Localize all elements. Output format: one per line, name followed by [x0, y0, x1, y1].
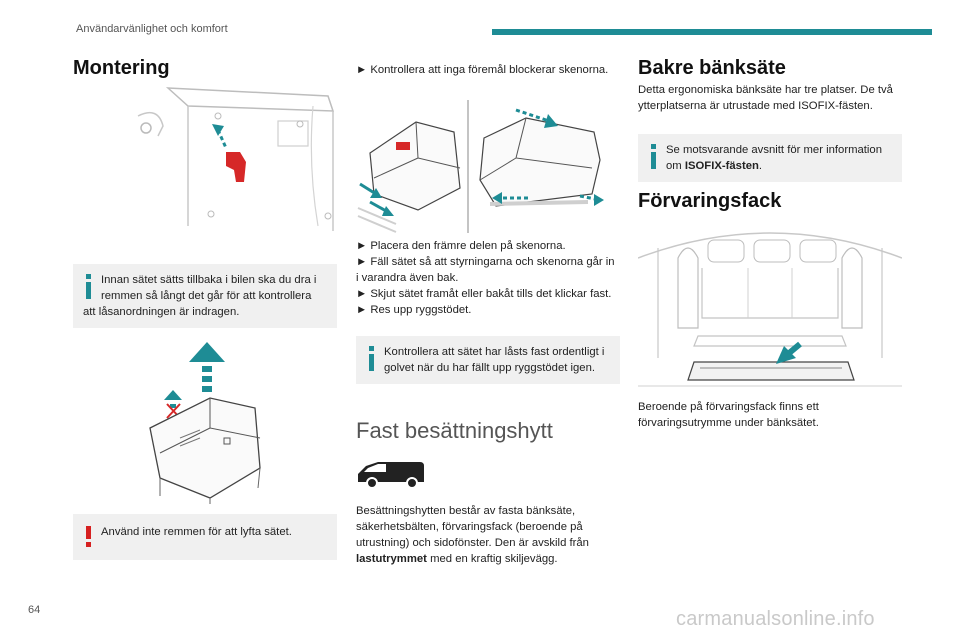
- step-item: ► Skjut sätet framåt eller bakåt tills d…: [356, 288, 612, 300]
- step-check-rails: ► Kontrollera att inga föremål blockerar…: [356, 64, 609, 76]
- info-icon: [650, 144, 658, 170]
- info-icon: [85, 274, 93, 300]
- header-accent-bar: [492, 29, 932, 35]
- page-number: 64: [28, 604, 41, 616]
- steps-list: ► Placera den främre delen på skenorna. …: [356, 238, 618, 318]
- seat-fold-illustration: [356, 98, 612, 233]
- heading-forvaringsfack: Förvaringsfack: [638, 190, 782, 212]
- info-note-isofix: Se motsvarande avsnitt för mer informati…: [638, 134, 902, 182]
- heading-montering: Montering: [73, 57, 170, 79]
- storage-compartment-illustration: [638, 218, 902, 390]
- step-item: ► Res upp ryggstödet.: [356, 304, 472, 316]
- info-note-strap: Innan sätet sätts tillbaka i bilen ska d…: [73, 264, 337, 328]
- step-item: ► Placera den främre delen på skenorna.: [356, 240, 566, 252]
- van-icon: [356, 460, 426, 490]
- rear-bench-paragraph: Detta ergonomiska bänksäte har tre plats…: [638, 84, 893, 112]
- step-item: ► Fäll sätet så att styrningarna och ske…: [356, 256, 615, 284]
- seat-rail-illustration: [128, 86, 338, 236]
- watermark: carmanualsonline.info: [676, 608, 875, 630]
- info-note-locked: Kontrollera att sätet har låsts fast ord…: [356, 336, 620, 384]
- running-header: Användarvänlighet och komfort: [76, 23, 228, 35]
- info-icon: [368, 346, 376, 372]
- heading-bakre-banksate: Bakre bänksäte: [638, 57, 786, 79]
- warning-note-strap: Använd inte remmen för att lyfta sätet.: [73, 514, 337, 560]
- crew-cab-paragraph: Besättningshytten består av fasta bänksä…: [356, 505, 589, 565]
- strap-pull-illustration: [140, 338, 270, 508]
- storage-paragraph: Beroende på förvaringsfack finns ett för…: [638, 401, 819, 429]
- warning-icon: [85, 526, 93, 547]
- heading-fast-besattningshytt: Fast besättningshytt: [356, 418, 553, 443]
